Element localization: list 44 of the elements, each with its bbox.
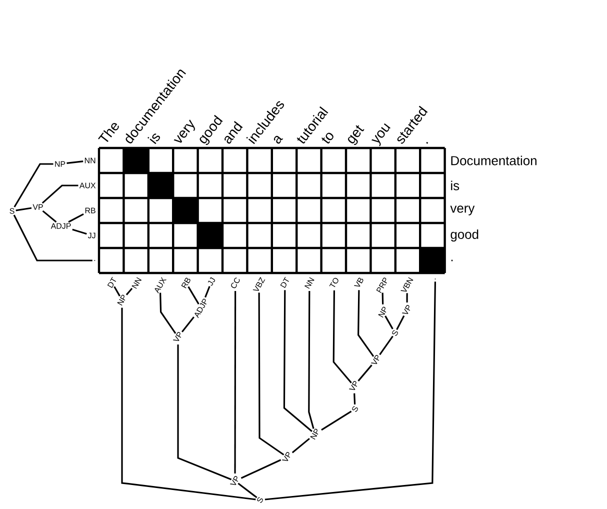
tree-branch	[308, 290, 314, 429]
tree-branch	[264, 282, 436, 500]
tree-branch	[234, 291, 236, 474]
word-label: get	[348, 125, 364, 146]
tree-branch	[204, 286, 210, 298]
tree-branch	[181, 316, 194, 332]
tree-branch	[379, 336, 394, 356]
tree-branch	[13, 214, 92, 262]
tree-branch	[160, 292, 176, 334]
word-label: and	[224, 121, 243, 144]
word-label: Documentation	[451, 156, 536, 166]
tree-branch	[114, 286, 120, 296]
tree-branch	[177, 344, 232, 480]
tree-branch	[406, 293, 408, 302]
word-label: good	[450, 229, 478, 242]
tree-branch	[72, 228, 87, 235]
tree-branch	[16, 207, 32, 212]
tree-branch	[396, 315, 405, 330]
tree-branch	[42, 210, 57, 223]
tree-branch	[332, 290, 352, 384]
tree-branch	[358, 364, 372, 382]
word-label: The	[98, 123, 119, 142]
tree-branch	[68, 213, 84, 223]
tree-branch	[258, 292, 284, 456]
tree-branch	[238, 482, 258, 498]
tree-branch	[188, 286, 200, 304]
tree-branch	[321, 410, 352, 431]
tree-branch	[121, 308, 256, 500]
tree-branch	[354, 393, 356, 404]
tree-branch	[240, 459, 282, 479]
tree-branch	[384, 316, 394, 330]
word-label: .	[426, 142, 428, 144]
word-label: .	[451, 260, 453, 262]
tree-branch	[42, 184, 78, 204]
tree-branch	[14, 163, 54, 208]
tree-branch	[126, 288, 133, 296]
tree-branch	[358, 290, 374, 357]
word-label: very	[450, 206, 475, 216]
tree-branch	[382, 292, 384, 304]
tree-branch	[66, 160, 84, 164]
word-label: you	[371, 123, 390, 146]
word-label: is	[451, 180, 460, 190]
tree-branch	[292, 438, 310, 454]
tree-branch	[283, 290, 312, 432]
